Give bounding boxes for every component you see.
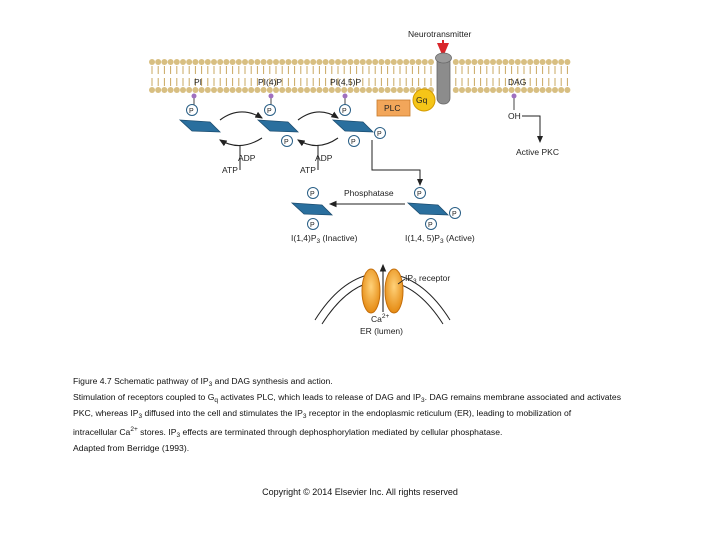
pi-label: PI — [194, 77, 202, 87]
pi45p-label: PI(4,5)P — [330, 77, 362, 87]
svg-text:P: P — [267, 108, 272, 115]
gq-label: Gq — [416, 95, 428, 105]
gq-protein: Gq — [412, 88, 436, 112]
ip3-active-molecule: P P P — [406, 187, 461, 230]
svg-text:P: P — [189, 108, 194, 115]
svg-text:P: P — [310, 222, 315, 229]
svg-text:P: P — [351, 139, 356, 146]
caption-line-3: PKC, whereas IP3 diffused into the cell … — [73, 408, 572, 420]
svg-text:P: P — [284, 139, 289, 146]
active-pkc-label: Active PKC — [516, 147, 559, 157]
svg-text:P: P — [310, 191, 315, 198]
kinase-arrow-2-forward — [297, 111, 339, 121]
gq-coupled-receptor — [435, 52, 452, 105]
caption-line-4: intracellular Ca2+ stores. IP3 effects a… — [73, 426, 503, 439]
caption-line-5: Adapted from Berridge (1993). — [73, 443, 190, 453]
svg-text:P: P — [452, 211, 457, 218]
plc-enzyme: PLC — [376, 99, 411, 117]
svg-text:P: P — [377, 131, 382, 138]
kinase-arrow-1-back — [219, 137, 263, 147]
er-lumen-label: ER (lumen) — [360, 326, 403, 336]
phosphatase-label: Phosphatase — [344, 188, 394, 198]
lipid-anchors — [191, 93, 517, 110]
plc-label: PLC — [384, 103, 401, 113]
plc-to-ip3-arrow — [371, 140, 423, 186]
dag-to-pkc-arrow — [522, 115, 543, 143]
dag-label: DAG — [508, 77, 526, 87]
caption-line-2: Stimulation of receptors coupled to Gq a… — [73, 392, 621, 404]
svg-text:P: P — [417, 191, 422, 198]
neurotransmitter-label: Neurotransmitter — [408, 29, 471, 39]
calcium-label: Ca2+ — [371, 313, 389, 324]
copyright-notice: Copyright © 2014 Elsevier Inc. All right… — [262, 487, 458, 497]
svg-text:P: P — [342, 108, 347, 115]
oh-label: OH — [508, 111, 521, 121]
inositol-pi: P — [178, 104, 222, 133]
adp-label-1: ADP — [238, 153, 256, 163]
adp-label-2: ADP — [315, 153, 333, 163]
ip3-dag-pathway-diagram: Neurotransmitter Gq PLC PI PI(4)P PI(4,5… — [149, 29, 571, 336]
cell-membrane — [149, 59, 571, 93]
kinase-arrow-2-back — [297, 137, 339, 147]
pi4p-label: PI(4)P — [258, 77, 282, 87]
ip3-inactive-molecule: P P — [290, 187, 334, 230]
kinase-arrow-1-forward — [219, 111, 263, 121]
ip3-inactive-label: I(1,4)P3 (Inactive) — [291, 233, 358, 245]
ip3-receptor-pointer — [397, 278, 406, 285]
inositol-pi4p: P P — [256, 104, 300, 147]
figure-caption: Figure 4.7 Schematic pathway of IP3 and … — [73, 375, 673, 455]
svg-text:P: P — [428, 222, 433, 229]
inositol-pi45p: P P P — [331, 104, 386, 147]
atp-label-1: ATP — [222, 165, 238, 175]
ip3-active-label: I(1,4, 5)P3 (Active) — [405, 233, 475, 245]
caption-line-1: Figure 4.7 Schematic pathway of IP3 and … — [73, 376, 333, 388]
ip3-receptor-channel — [361, 268, 404, 314]
atp-label-2: ATP — [300, 165, 316, 175]
ip3-receptor-label: IP3 receptor — [405, 273, 450, 285]
